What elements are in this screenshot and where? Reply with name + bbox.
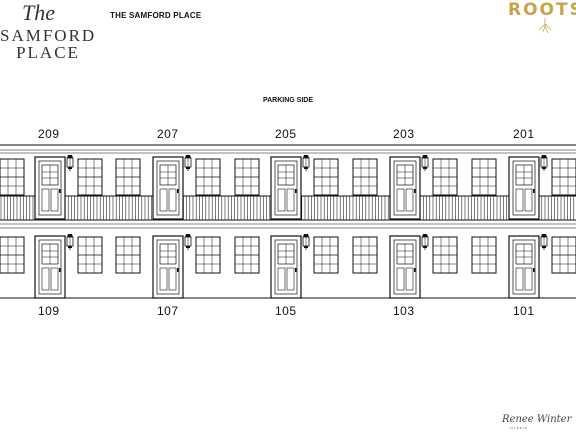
samford-place-logo: The SAMFORD PLACE [0, 2, 96, 64]
unit-label-upper: 207 [157, 127, 179, 141]
unit-label-lower: 101 [513, 304, 535, 318]
lower-floor [0, 233, 576, 299]
roots-logo: ROOTS [508, 0, 576, 20]
building-facade-drawing [0, 144, 576, 299]
unit-label-lower: 103 [393, 304, 415, 318]
unit-label-lower: 105 [275, 304, 297, 318]
upper-floor [0, 154, 576, 220]
unit-label-upper: 205 [275, 127, 297, 141]
roots-logo-mark [538, 18, 552, 34]
logo-line-1: SAMFORD [0, 26, 97, 45]
unit-label-upper: 203 [393, 127, 415, 141]
logo-the: The [22, 0, 55, 25]
unit-label-upper: 209 [38, 127, 60, 141]
logo-line-2: PLACE [16, 43, 80, 62]
page-title: THE SAMFORD PLACE [110, 11, 202, 20]
unit-label-lower: 107 [157, 304, 179, 318]
designer-signature-sub: INTERIO [509, 426, 529, 430]
designer-signature: Renee Winter [502, 414, 572, 425]
unit-label-lower: 109 [38, 304, 60, 318]
section-label: PARKING SIDE [262, 97, 314, 104]
unit-label-upper: 201 [513, 127, 535, 141]
